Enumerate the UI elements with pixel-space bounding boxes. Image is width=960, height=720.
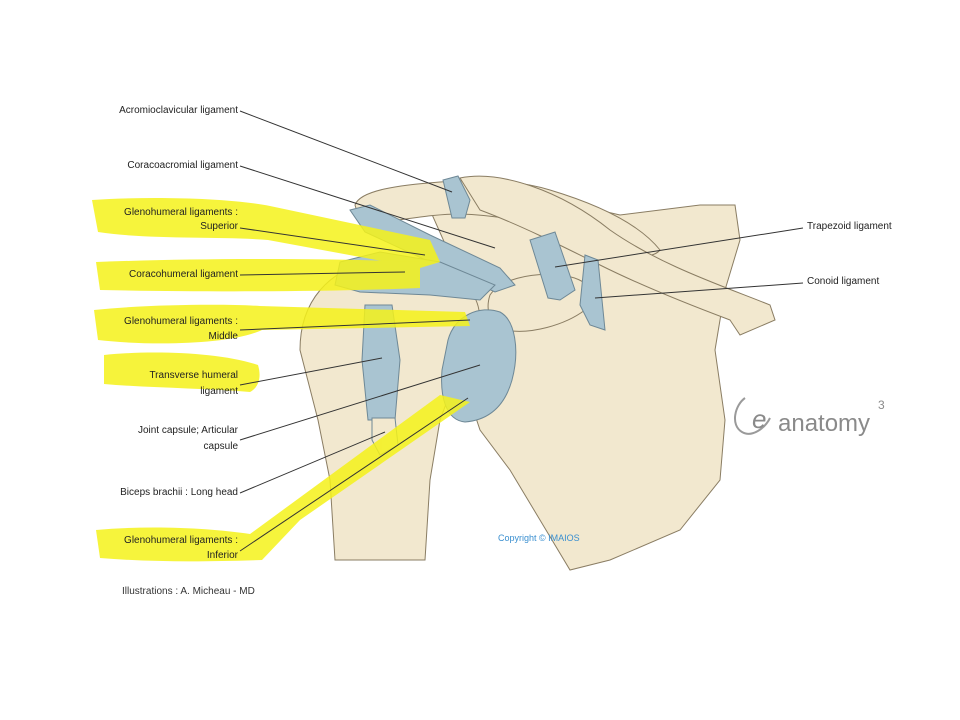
copyright-notice: Copyright © IMAIOS [498, 533, 580, 543]
leader-coracoacromial [239, 165, 496, 249]
logo-swoosh [734, 397, 771, 435]
acromioclavicular-ligament-shape [442, 175, 471, 219]
leader-acromioclavicular [239, 110, 453, 193]
label-coracoacromial: Coracoacromial ligament [127, 160, 238, 171]
label-gh-superior-line2: Superior [200, 221, 238, 232]
label-gh-middle-line2: Middle [208, 331, 238, 342]
leader-trapezoid [554, 227, 804, 268]
label-trapezoid: Trapezoid ligament [807, 221, 892, 232]
illustration-credit: Illustrations : A. Micheau - MD [122, 586, 255, 597]
clavicle [459, 175, 776, 336]
leader-inferior [239, 397, 469, 552]
label-gh-superior-line1: Glenohumeral ligaments : [124, 207, 238, 218]
leader-biceps [239, 431, 386, 494]
label-coracohumeral: Coracohumeral ligament [129, 269, 238, 280]
label-transverse-line2: ligament [200, 386, 238, 397]
leader-transverse [239, 357, 383, 386]
trapezoid-ligament-shape [529, 231, 576, 301]
highlight-inferior [96, 395, 470, 562]
leader-coracohumeral [239, 271, 406, 276]
label-conoid: Conoid ligament [807, 276, 880, 287]
conoid-ligament-shape [579, 254, 606, 331]
leader-middle [239, 319, 471, 331]
logo-letter: e [752, 404, 767, 434]
label-gh-inferior-line1: Glenohumeral ligaments : [124, 535, 238, 546]
leader-capsule [239, 364, 481, 441]
label-gh-middle-line1: Glenohumeral ligaments : [124, 316, 238, 327]
highlight-middle [94, 304, 470, 344]
label-capsule-line2: capsule [203, 441, 238, 452]
leader-conoid [594, 282, 804, 299]
label-transverse-line1: Transverse humeral [149, 370, 238, 381]
leader-superior [239, 227, 426, 256]
label-gh-inferior-line2: Inferior [206, 550, 238, 561]
label-biceps: Biceps brachii : Long head [120, 487, 238, 498]
logo-text: anatomy [778, 410, 871, 437]
highlight-transverse [104, 352, 260, 392]
leader-lines [239, 110, 804, 552]
logo-superscript: 3 [878, 398, 885, 412]
label-acromioclavicular: Acromioclavicular ligament [119, 105, 238, 116]
label-capsule-line1: Joint capsule; Articular [137, 425, 238, 436]
highlight-superior [92, 198, 440, 268]
